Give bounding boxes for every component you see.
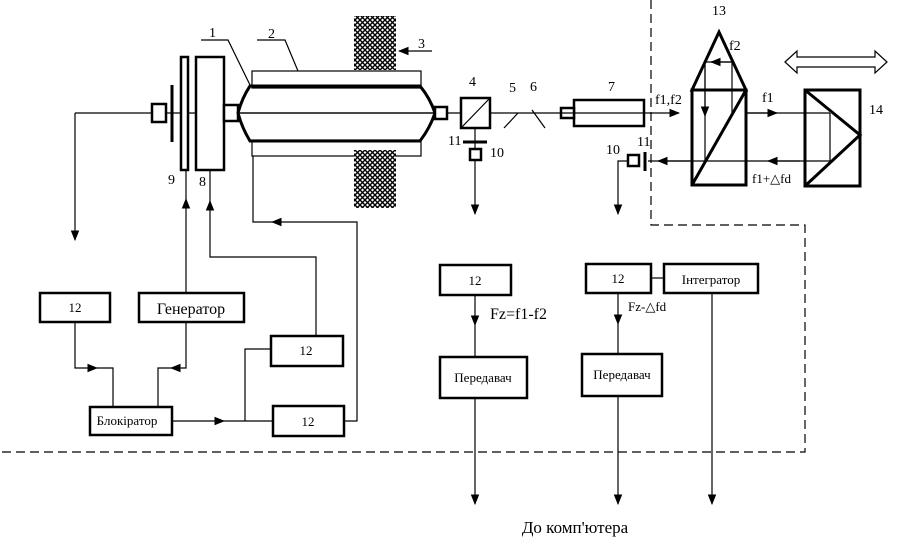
tube-contact-right <box>433 105 449 121</box>
label-10-right: 10 <box>606 143 620 158</box>
label-3: 3 <box>418 37 425 52</box>
magnet-bottom <box>354 150 396 208</box>
label-4: 4 <box>469 75 476 90</box>
transmitter-middle <box>438 355 529 400</box>
dashed-boundary <box>0 0 806 453</box>
fz-label: Fz=f1-f2 <box>490 306 547 323</box>
block-12-lower-label: 12 <box>302 414 315 429</box>
photodetector-10-left <box>468 147 483 162</box>
end-contact <box>150 102 168 124</box>
block-12-left-label: 12 <box>69 300 82 315</box>
transmitter-middle-label: Передавач <box>454 370 512 385</box>
label-8: 8 <box>199 175 206 190</box>
reflector-14 <box>803 88 862 188</box>
blockator-label: Блокіратор <box>97 413 158 428</box>
leader-line-1 <box>201 39 251 86</box>
beam-label-f2: f2 <box>729 39 741 54</box>
block-12-left <box>38 291 112 324</box>
generator-label: Генератор <box>157 301 225 318</box>
plate-8 <box>194 55 226 172</box>
label-11-right: 11 <box>637 135 650 150</box>
integrator-block <box>662 262 760 295</box>
block-12-upper <box>269 334 345 368</box>
integrator-label: Інтегратор <box>682 272 741 287</box>
label-6: 6 <box>530 80 537 95</box>
splitter-diagonal <box>460 97 491 129</box>
block-12-middle-label: 12 <box>469 273 482 288</box>
blockator-block <box>88 405 174 437</box>
block-12-upper-label: 12 <box>300 343 313 358</box>
plate-9 <box>179 55 190 172</box>
label-13: 13 <box>712 4 726 19</box>
fz-dfd-label: Fz-△fd <box>628 299 667 314</box>
label-9: 9 <box>168 173 175 188</box>
magnet-top <box>354 16 396 70</box>
generator-block <box>137 291 246 324</box>
label-2: 2 <box>268 27 275 42</box>
tube-contact-left <box>222 103 240 123</box>
label-11-left: 11 <box>448 134 461 149</box>
beam-label-f1f2: f1,f2 <box>655 93 682 108</box>
block-12-right-label: 12 <box>612 271 625 286</box>
movement-double-arrow <box>784 49 888 75</box>
beam-label-f1: f1 <box>762 91 774 106</box>
prism-13 <box>690 88 748 187</box>
transmitter-right <box>580 352 664 398</box>
beam-label-f1-dfd: f1+△fd <box>752 171 791 186</box>
leader-line-2 <box>257 39 299 72</box>
label-5: 5 <box>509 81 516 96</box>
label-10-left: 10 <box>490 146 504 161</box>
transmitter-right-label: Передавач <box>593 367 651 382</box>
label-7: 7 <box>608 80 615 95</box>
label-14: 14 <box>869 103 883 118</box>
photodetector-10-right <box>626 153 641 168</box>
to-computer-label: До комп'ютера <box>522 518 629 537</box>
element-6 <box>531 109 546 129</box>
element-5 <box>503 112 519 129</box>
cover-top <box>251 70 422 89</box>
label-1: 1 <box>209 26 216 41</box>
